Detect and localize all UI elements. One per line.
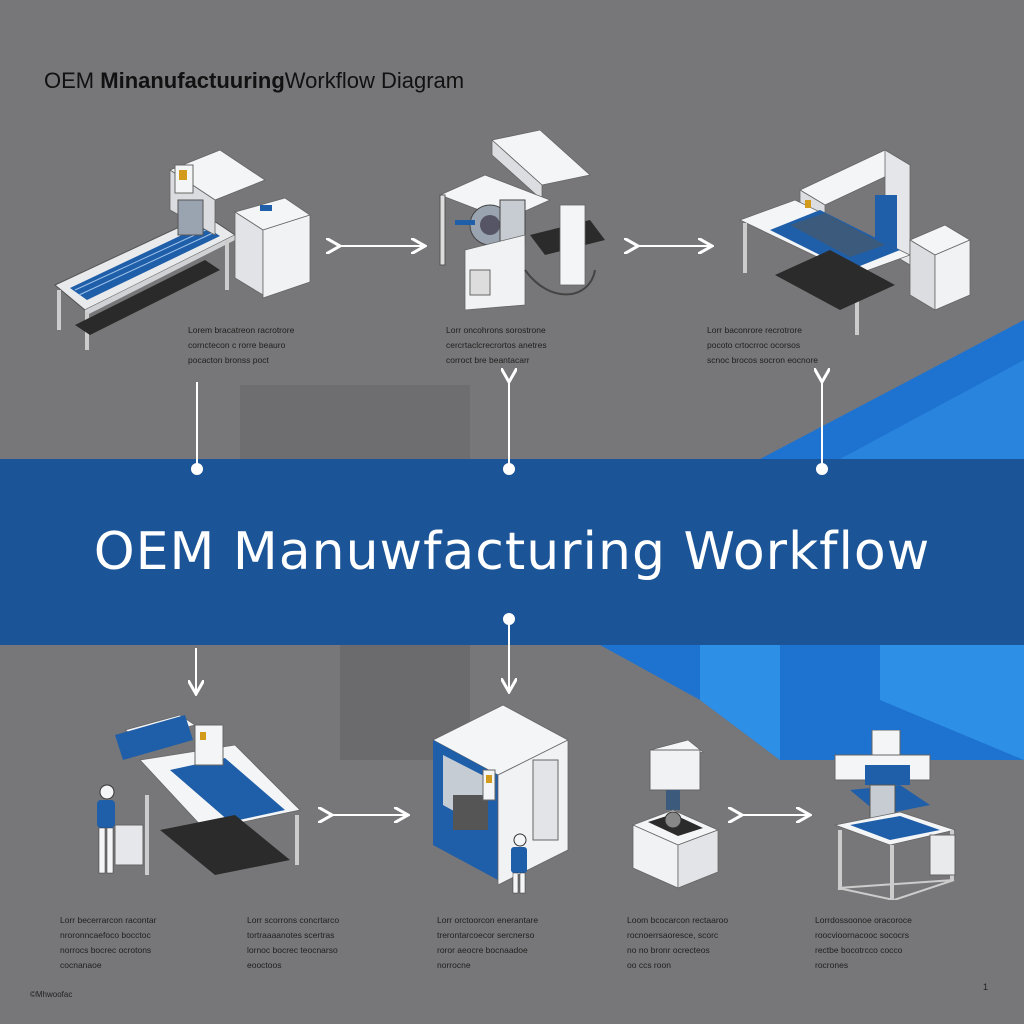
banner-title: OEM Manuwfacturing Workflow [93, 522, 931, 582]
connector-vertical-2 [504, 380, 514, 475]
stage-4-assembly-line-icon [97, 714, 301, 875]
title-banner: OEM Manuwfacturing Workflow [0, 459, 1024, 645]
stage-5-cnc-cabinet-icon [432, 704, 569, 894]
footer-watermark: ©Mhwoofac [30, 990, 73, 999]
stage-6-press-unit-icon [631, 740, 720, 889]
stage-3-inspection-machine-icon [738, 149, 971, 335]
connector-vertical-3 [817, 380, 827, 475]
connector-vertical-bottom-2 [504, 613, 514, 690]
page-title: OEM MinanufactuuringWorkflow Diagram [44, 68, 465, 93]
page-number: 1 [983, 982, 989, 992]
connector-vertical-1 [191, 382, 203, 475]
stage-7-robotic-station-icon [833, 730, 957, 900]
stage-1-conveyor-machine-icon [54, 149, 311, 350]
stage-2-gantry-machine-icon [438, 130, 605, 311]
